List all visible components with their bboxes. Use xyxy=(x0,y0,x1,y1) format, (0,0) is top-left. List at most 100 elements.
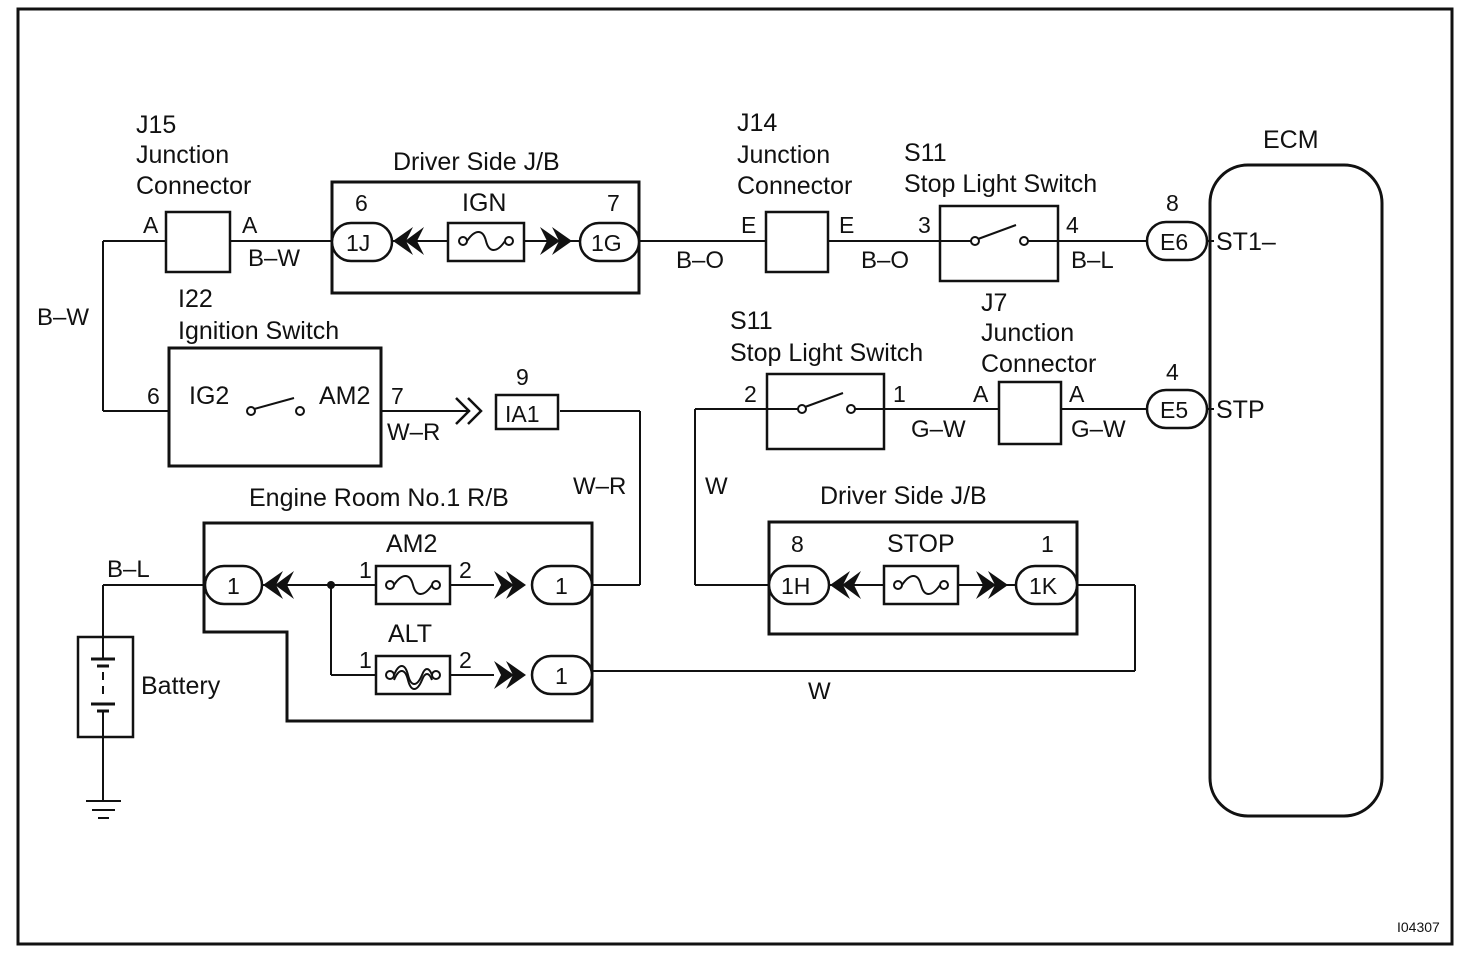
ecm-e5-term: STP xyxy=(1216,396,1265,424)
s11-mid-pin-in: 2 xyxy=(744,381,757,407)
wire-label-j14-s11: B–O xyxy=(861,247,909,274)
alt-fusible-link-icon xyxy=(385,665,441,690)
rb-alt-conn-shape xyxy=(530,654,594,696)
i22-pin-right: 7 xyxy=(391,383,404,409)
j7-line2: Connector xyxy=(981,350,1096,378)
i22-name: Ignition Switch xyxy=(178,317,339,345)
rb-alt-arrow-icon xyxy=(494,661,526,689)
wire-label-ia1-down: W–R xyxy=(573,473,626,500)
jb-top-right-conn-shape xyxy=(578,221,641,263)
wire-label-left-vertical: B–W xyxy=(37,304,89,331)
wire-label-w-vertical: W xyxy=(705,473,728,500)
s11-mid-box xyxy=(765,372,886,451)
rb-am2-arrow-icon xyxy=(494,571,526,599)
ecm-box xyxy=(1208,163,1384,818)
ia1-connector: 9 IA1 xyxy=(455,364,560,431)
ign-fuse-icon xyxy=(458,231,514,251)
j7-junction-connector: J7 Junction Connector A A xyxy=(973,289,1096,446)
i22-term-right: AM2 xyxy=(319,382,370,410)
i22-box xyxy=(167,346,383,468)
stop-fuse-icon xyxy=(893,575,949,595)
jb-top-left-arrow-icon xyxy=(393,227,424,255)
driver-side-jb-bottom: Driver Side J/B 8 1 1H STOP 1K xyxy=(767,482,1079,636)
wires xyxy=(102,240,1214,801)
i22-id: I22 xyxy=(178,285,213,313)
ecm: ECM 8 E6 ST1– 4 E5 STP xyxy=(1145,126,1384,818)
figure-id: I04307 xyxy=(1397,919,1440,935)
jb-top-left-conn: 1J xyxy=(346,230,370,256)
engine-room-rb: Engine Room No.1 R/B 1 AM2 1 2 1 ALT 1 2 xyxy=(202,484,594,723)
j7-line1: Junction xyxy=(981,319,1074,347)
j7-id: J7 xyxy=(981,289,1007,317)
jb-bottom-right-conn: 1K xyxy=(1029,573,1058,599)
j15-junction-connector: J15 Junction Connector A A xyxy=(136,111,258,274)
jb-top-left-conn-shape xyxy=(330,221,394,263)
s11-top-pin-in: 3 xyxy=(918,212,931,238)
s11-top-switch-icon xyxy=(940,224,1058,246)
j14-pin-out: E xyxy=(839,212,854,238)
stop-light-switch-top: S11 Stop Light Switch 3 4 xyxy=(904,139,1097,283)
jb-bottom-title: Driver Side J/B xyxy=(820,482,987,510)
rb-alt-out: 2 xyxy=(459,647,472,673)
ground-icon xyxy=(86,800,121,819)
j14-line2: Connector xyxy=(737,172,852,200)
battery-label: Battery xyxy=(141,672,221,700)
j14-id: J14 xyxy=(737,109,777,137)
driver-side-jb-top: Driver Side J/B 6 7 1J IGN 1G xyxy=(330,148,641,295)
rb-left-conn: 1 xyxy=(227,573,240,599)
ia1-conn: IA1 xyxy=(505,401,540,427)
diagram-frame xyxy=(16,7,1454,946)
i22-term-left: IG2 xyxy=(189,382,229,410)
jb-bottom-right-arrow-icon xyxy=(976,571,1008,599)
wire-label-j15-jb: B–W xyxy=(248,245,300,272)
j14-pin-in: E xyxy=(741,212,756,238)
wire-label-battery: B–L xyxy=(107,556,150,583)
ecm-e5-conn: E5 xyxy=(1160,397,1188,423)
ecm-e5-pin: 4 xyxy=(1166,359,1179,385)
rb-left-arrow-icon xyxy=(263,571,294,599)
wire-label-alt-w: W xyxy=(808,678,831,705)
jb-bottom-right-conn-shape xyxy=(1014,564,1079,606)
j15-line1: Junction xyxy=(136,141,229,169)
wire-label-ign-out: W–R xyxy=(387,419,440,446)
jb-bottom-fuse-label: STOP xyxy=(887,530,955,558)
i22-pin-left: 6 xyxy=(147,383,160,409)
s11-mid-pin-out: 1 xyxy=(893,381,906,407)
j14-line1: Junction xyxy=(737,141,830,169)
s11-mid-name: Stop Light Switch xyxy=(730,339,923,367)
wire-label-s11mid-j7: G–W xyxy=(911,416,966,443)
s11-top-pin-out: 4 xyxy=(1066,212,1079,238)
s11-mid-id: S11 xyxy=(730,307,773,335)
j15-box xyxy=(164,210,232,274)
rb-am2-conn-shape xyxy=(530,564,594,606)
j15-line2: Connector xyxy=(136,172,251,200)
battery-box xyxy=(76,635,135,739)
ignition-switch: I22 Ignition Switch 6 IG2 AM2 7 xyxy=(147,285,404,468)
jb-top-right-arrow-icon xyxy=(540,227,572,255)
rb-alt-label: ALT xyxy=(388,620,432,648)
ia1-box xyxy=(494,393,560,431)
stop-light-switch-mid: S11 Stop Light Switch 2 1 xyxy=(730,307,923,451)
ecm-e6-conn-shape xyxy=(1145,220,1209,262)
j15-pin-out: A xyxy=(242,212,258,238)
j7-pin-in: A xyxy=(973,381,989,407)
rb-am2-in: 1 xyxy=(359,557,372,583)
s11-top-box xyxy=(938,204,1060,283)
jb-bottom-left-arrow-icon xyxy=(830,571,861,599)
battery: B–L Battery xyxy=(76,556,221,819)
ecm-e6-term: ST1– xyxy=(1216,228,1276,256)
ecm-title: ECM xyxy=(1263,126,1319,154)
s11-mid-switch-icon xyxy=(767,392,884,414)
wire-label-j7-ecm: G–W xyxy=(1071,416,1126,443)
jb-top-fuse-label: IGN xyxy=(462,189,506,217)
jb-bottom-right-pin: 1 xyxy=(1041,531,1054,557)
j7-pin-out: A xyxy=(1069,381,1085,407)
rb-alt-conn: 1 xyxy=(555,663,568,689)
s11-top-id: S11 xyxy=(904,139,947,167)
rb-box xyxy=(202,521,594,723)
rb-alt-in: 1 xyxy=(359,647,372,673)
jb-top-left-pin: 6 xyxy=(355,190,368,216)
jb-top-title: Driver Side J/B xyxy=(393,148,560,176)
rb-am2-label: AM2 xyxy=(386,530,437,558)
